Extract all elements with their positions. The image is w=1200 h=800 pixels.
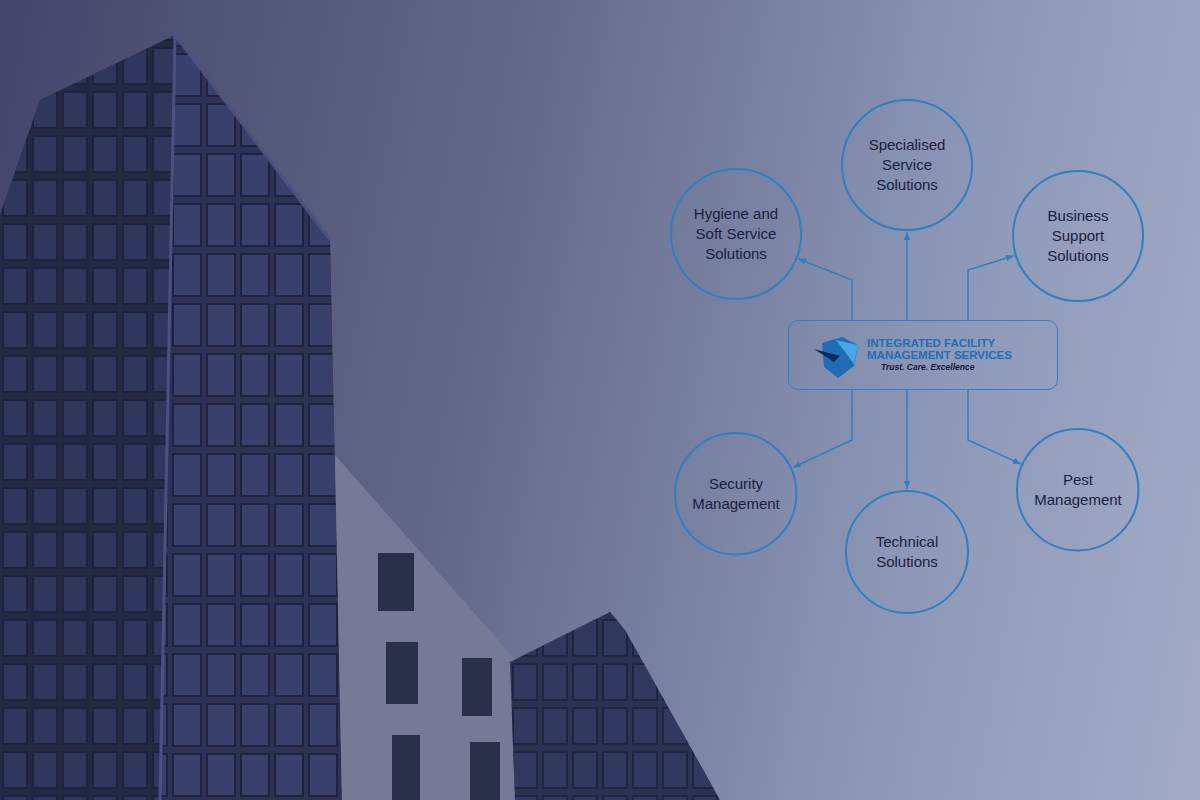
service-circle: Pest Management [1016, 428, 1139, 551]
connector-arrow [968, 256, 1014, 320]
connector-arrow [793, 390, 852, 468]
service-circle: Specialised Service Solutions [841, 99, 973, 231]
text-group: Business Support Solutions [1026, 206, 1130, 266]
service-label: Pest Management [1026, 470, 1130, 510]
service-circle: Technical Solutions [845, 490, 969, 614]
low-building [335, 455, 720, 800]
logo-shield [812, 334, 864, 380]
tower-left-face [0, 35, 175, 800]
tower-windows [0, 35, 175, 800]
service-label: Business Support Solutions [1026, 206, 1130, 266]
text-group: INTEGRATED FACILITY MANAGEMENT SERVICEST… [867, 337, 1037, 373]
circle-outline [845, 490, 969, 614]
tower-right-face [160, 35, 342, 800]
company-name: INTEGRATED FACILITY MANAGEMENT SERVICES [867, 337, 1037, 361]
tagline: Trust. Care. Excellence [867, 362, 1037, 373]
circle-outline [674, 432, 797, 555]
tower-edge [175, 35, 330, 240]
shield-facet [836, 340, 858, 364]
window [470, 742, 500, 800]
tower [0, 35, 342, 800]
window [386, 642, 418, 704]
window [392, 735, 420, 800]
service-label: Technical Solutions [855, 532, 959, 572]
service-label: Specialised Service Solutions [855, 135, 959, 195]
text-group: Specialised Service Solutions [855, 135, 959, 195]
text-group: Hygiene and Soft Service Solutions [684, 204, 788, 264]
service-label: Hygiene and Soft Service Solutions [684, 204, 788, 264]
side-block [510, 612, 720, 800]
text-group: Technical Solutions [855, 532, 959, 572]
service-circle: Security Management [674, 432, 797, 555]
circle-outline [1016, 428, 1139, 551]
shield-swoosh [814, 349, 840, 362]
connector-arrow [906, 390, 908, 489]
service-circle: Hygiene and Soft Service Solutions [670, 168, 802, 300]
logo-box: INTEGRATED FACILITY MANAGEMENT SERVICEST… [788, 320, 1058, 390]
connector-arrow [798, 259, 852, 320]
window [462, 658, 492, 716]
side-block-windows [510, 612, 720, 800]
text-group: Security Management [684, 474, 788, 514]
service-circle: Business Support Solutions [1012, 170, 1144, 302]
window [378, 553, 414, 611]
connector-arrow [906, 232, 908, 320]
service-label: Security Management [684, 474, 788, 514]
tower-windows [160, 35, 342, 800]
text-group: Pest Management [1026, 470, 1130, 510]
facade [335, 455, 520, 800]
connector-arrow [968, 390, 1021, 464]
tower-edge [160, 35, 175, 800]
